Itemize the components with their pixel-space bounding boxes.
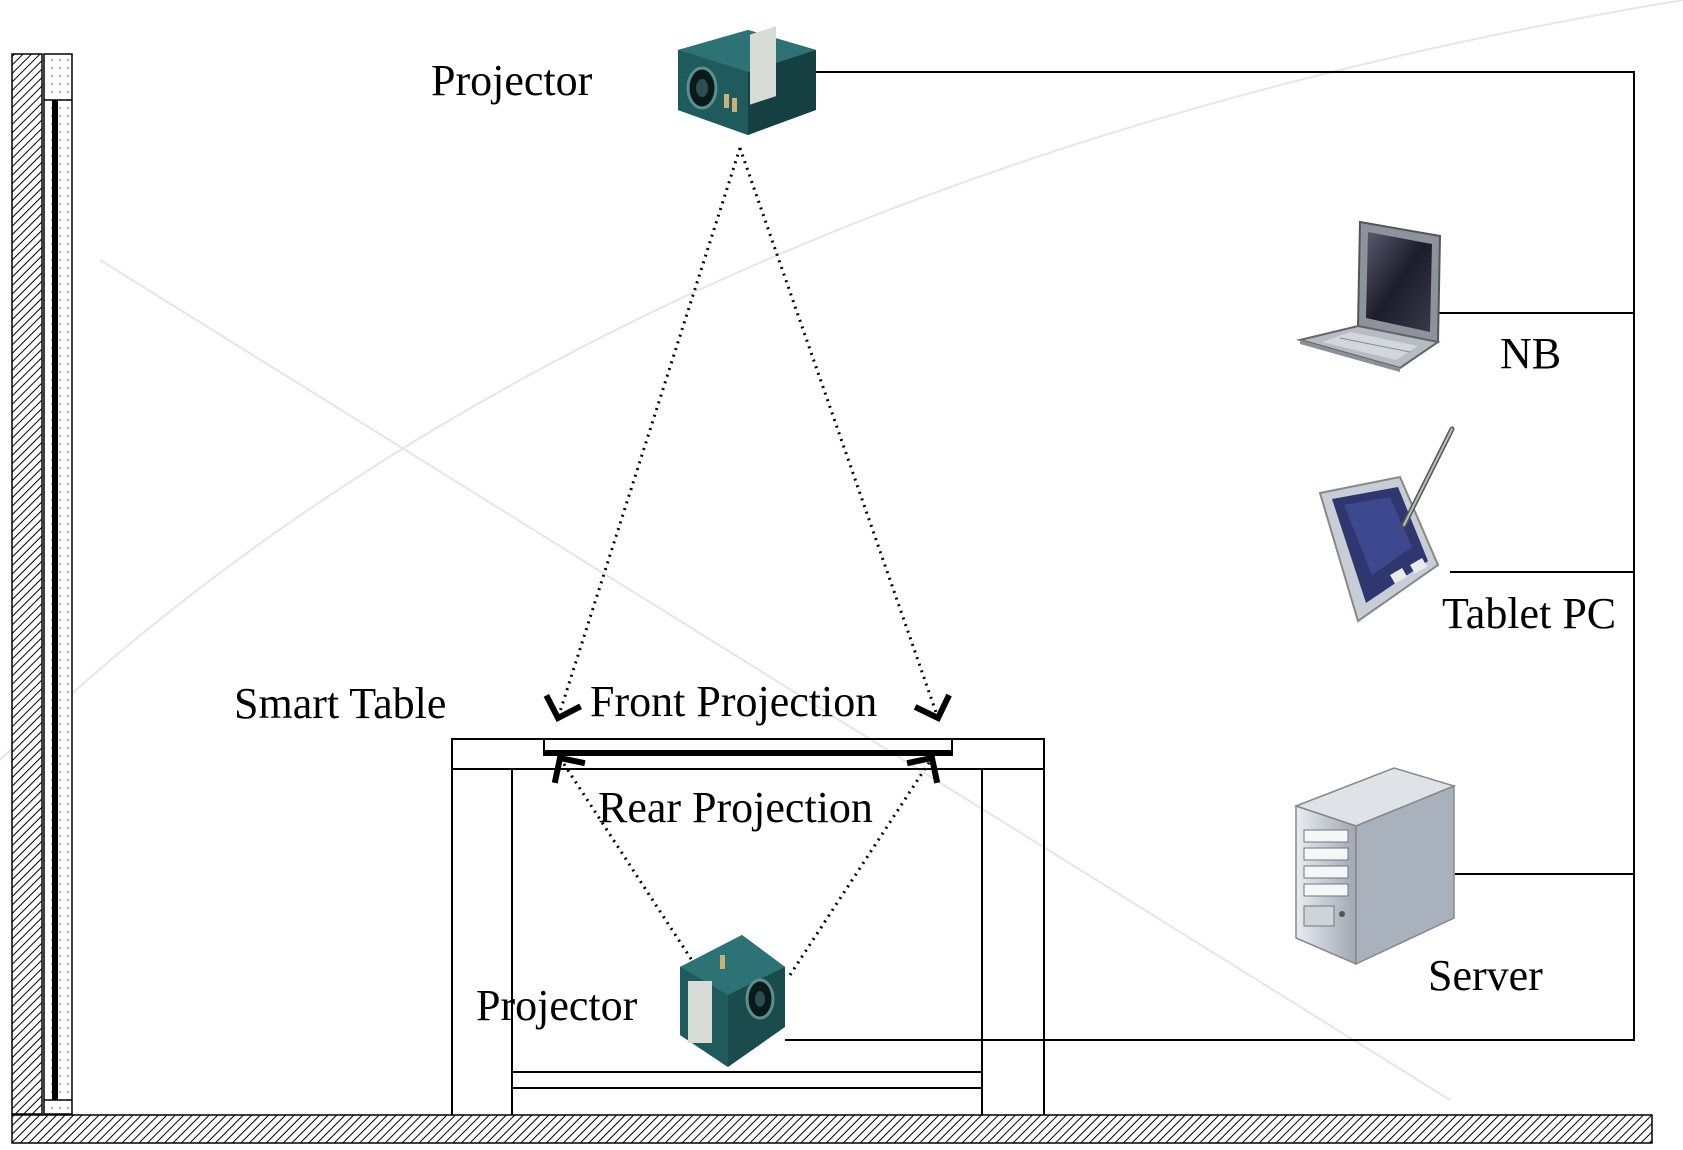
- tablet-pc-label: Tablet PC: [1442, 589, 1616, 638]
- left-wall: [11, 53, 73, 1115]
- projector-icon: [680, 935, 785, 1067]
- nb-label: NB: [1500, 329, 1561, 378]
- network-cabling: [785, 71, 1635, 1041]
- front-projection-rays: [543, 147, 952, 723]
- projector-bottom-label: Projector: [476, 981, 638, 1030]
- table-screen: [543, 738, 953, 756]
- projector-top-label: Projector: [431, 56, 593, 105]
- rear-projection-rays: [551, 754, 941, 976]
- front-projection-label: Front Projection: [590, 677, 877, 726]
- server-tower-icon: [1293, 767, 1457, 966]
- smart-table: [451, 738, 1045, 1115]
- background-decoration: [0, 0, 1683, 1101]
- rear-projection-label: Rear Projection: [598, 783, 873, 832]
- floor: [11, 1114, 1653, 1144]
- projector-icon: [678, 26, 816, 135]
- smart-table-label: Smart Table: [234, 679, 446, 728]
- tablet-pc-icon: [1318, 426, 1455, 623]
- laptop-icon: [1296, 220, 1442, 372]
- server-label: Server: [1428, 951, 1543, 1000]
